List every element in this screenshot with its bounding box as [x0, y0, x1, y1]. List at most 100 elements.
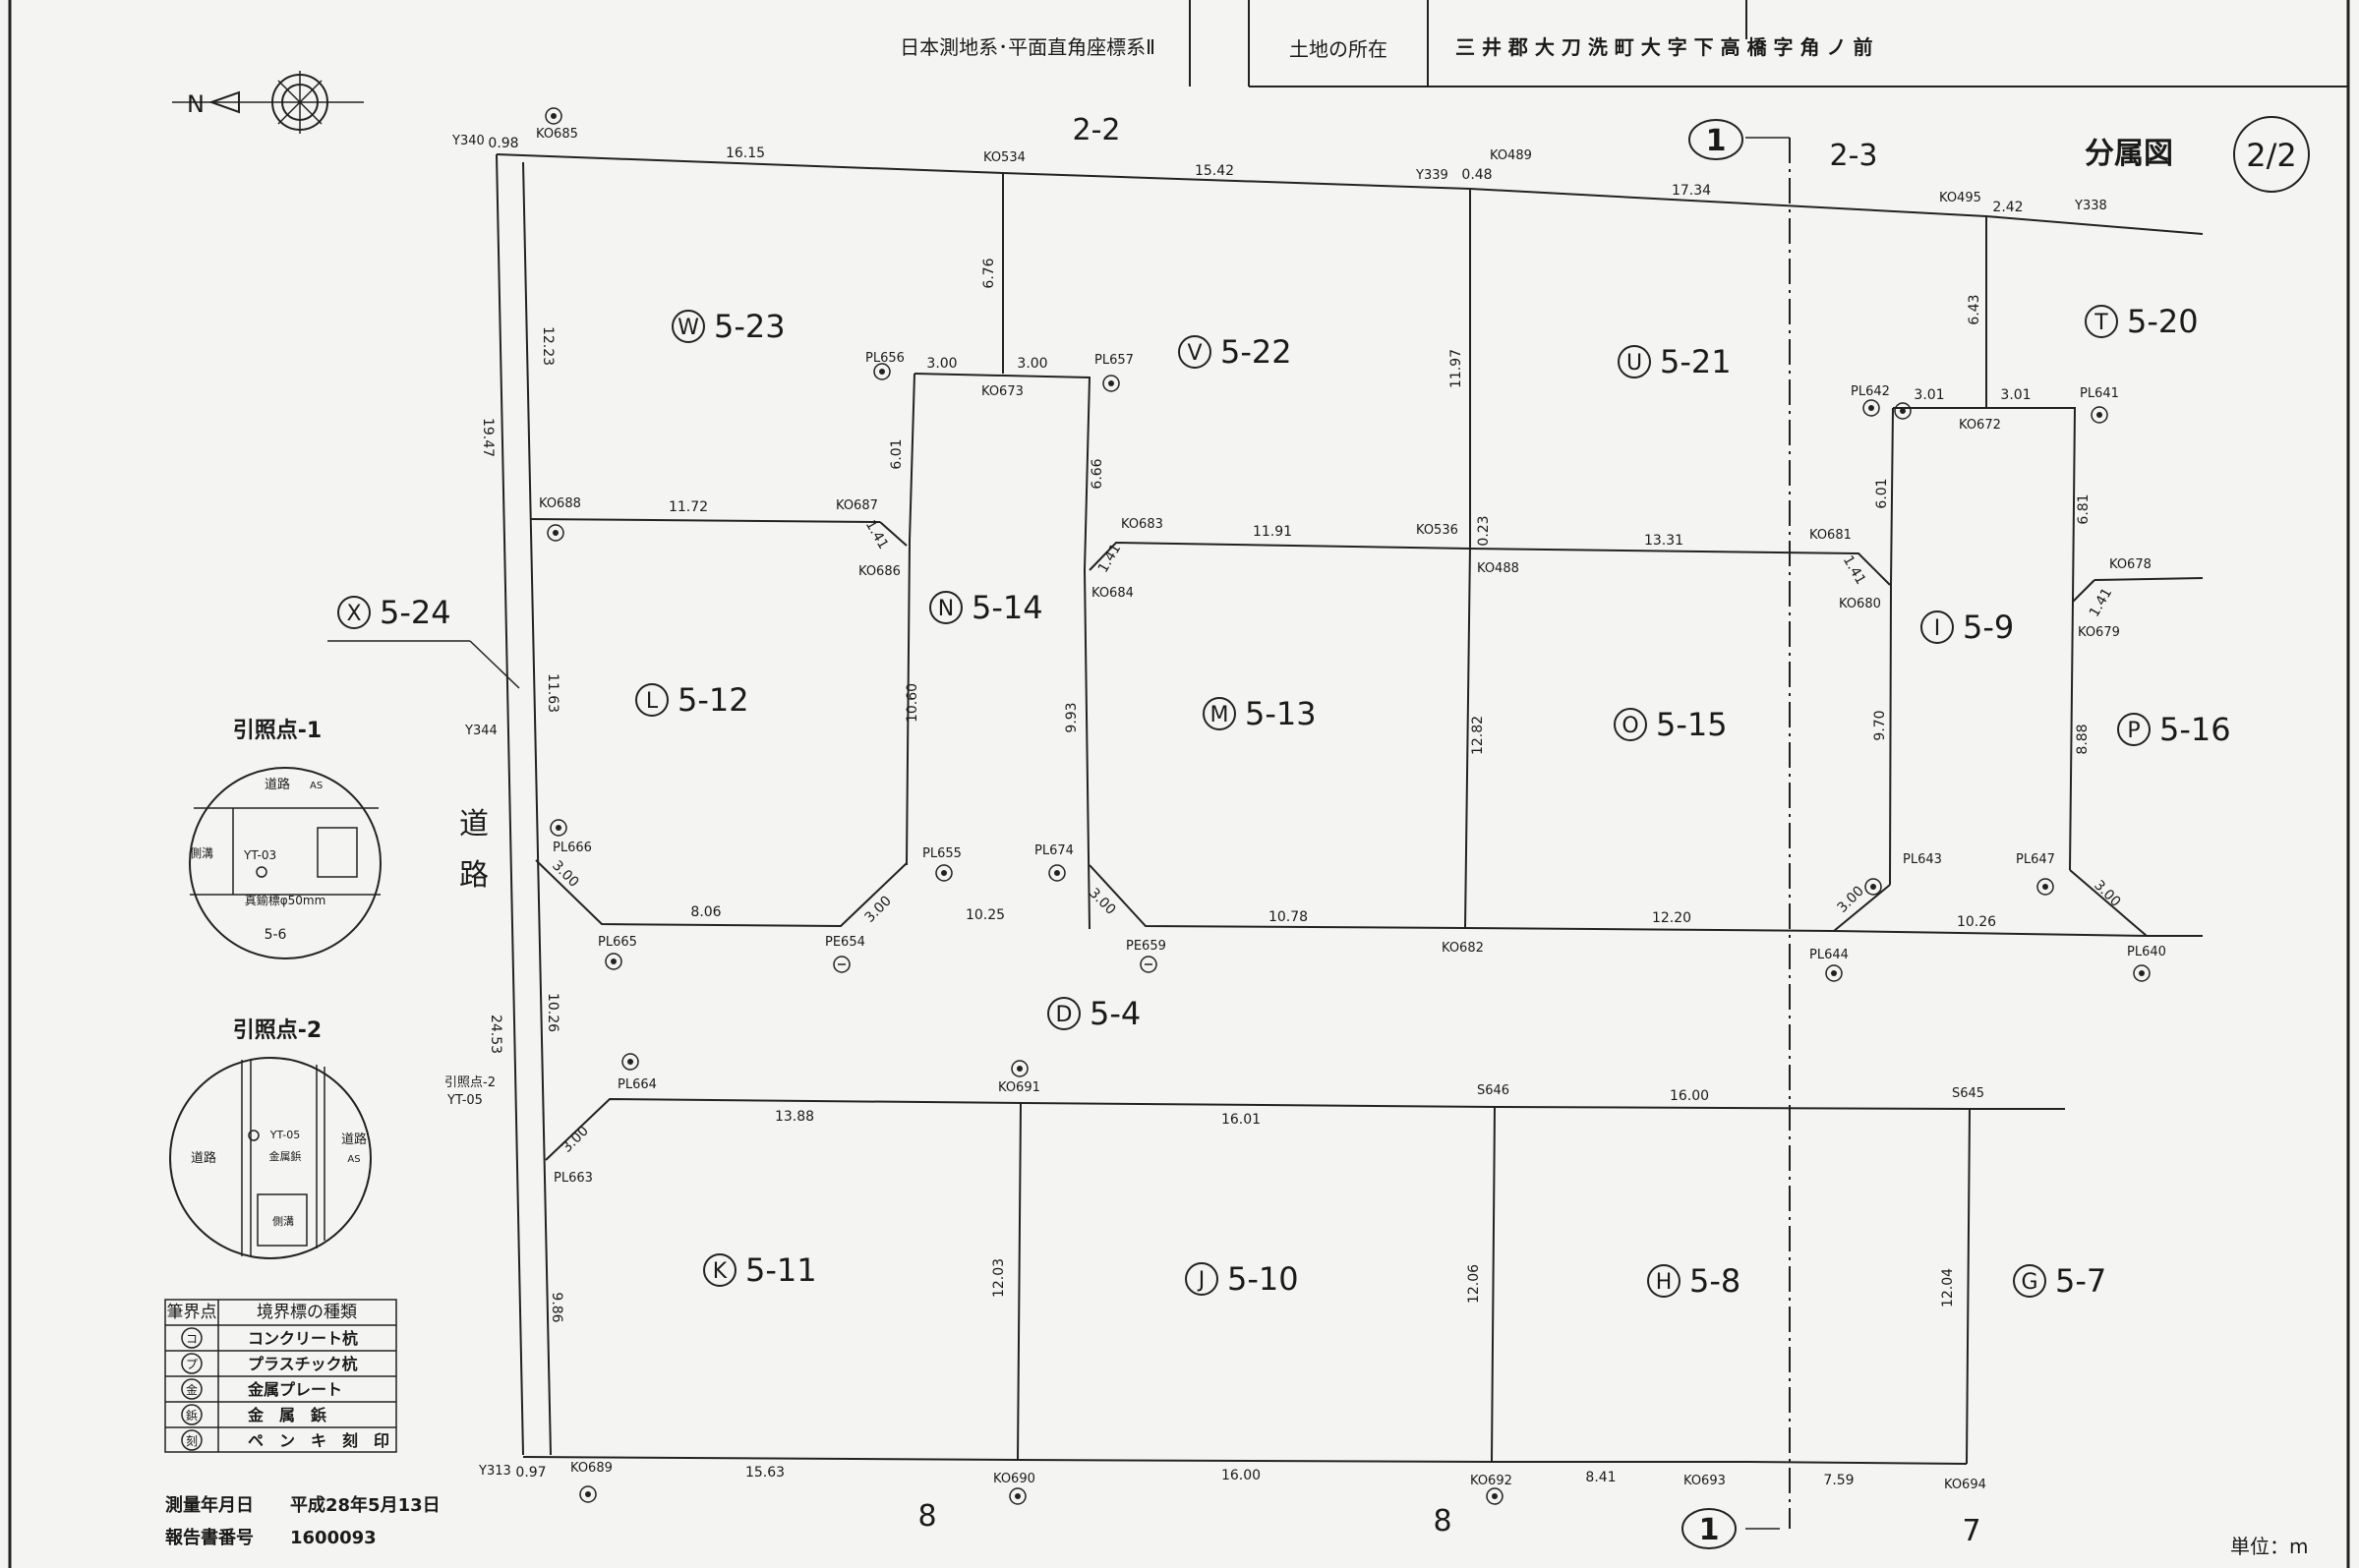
dimension-label: 0.97: [515, 1465, 546, 1481]
lot-letter: K: [713, 1259, 728, 1284]
dimension-label: 8.88: [2075, 724, 2091, 754]
lot-letter-circle: [1647, 1264, 1681, 1298]
point-label: PL674: [1034, 843, 1074, 858]
section-marker-bottom: 1: [1681, 1508, 1737, 1549]
lot-number: 5-7: [2055, 1262, 2106, 1300]
dimension-label: 3.01: [1914, 387, 1944, 403]
lot-number: 5-14: [972, 589, 1043, 626]
point-label: KO689: [570, 1461, 613, 1476]
concrete-post-marker-icon: [833, 956, 851, 973]
ref1-marker: 真鍮標φ50mm: [245, 893, 326, 907]
lot-letter-circle: [1920, 610, 1954, 644]
dimension-label: 10.26: [545, 993, 560, 1032]
dimension-label: 9.70: [1872, 710, 1888, 740]
point-label: KO692: [1470, 1474, 1512, 1488]
ref1-road: 道路: [265, 777, 290, 792]
lot-number: 5-13: [1245, 695, 1317, 732]
metal-plate-marker-icon: [2091, 406, 2108, 424]
unit-label: 単位：m: [2230, 1535, 2308, 1558]
dimension-label: 9.93: [1064, 702, 1080, 732]
ref1-as: AS: [310, 781, 323, 791]
ref2-point: YT-05: [269, 1129, 300, 1141]
dimension-label: 6.43: [1967, 294, 1982, 324]
legend-symbol: 鋲: [186, 1408, 198, 1423]
dimension-label: 24.53: [488, 1015, 503, 1054]
lot-label: N 5-14: [929, 589, 1043, 626]
dimension-label: 0.98: [488, 136, 518, 151]
dimension-label: 8.06: [690, 904, 721, 920]
map-title: 分属図: [2085, 137, 2173, 171]
lot-label: M 5-13: [1203, 695, 1317, 732]
dimension-label: 16.01: [1221, 1112, 1261, 1128]
metal-plate-marker-icon: [1825, 964, 1843, 982]
dimension-label: 11.91: [1253, 524, 1292, 540]
legend-label: プラスチック杭: [248, 1355, 358, 1373]
metal-plate-marker-icon: [935, 864, 953, 882]
legend-symbol-icon: [181, 1404, 203, 1425]
point-label: Y313: [478, 1464, 511, 1479]
ref1-title: 引照点-1: [233, 718, 322, 743]
dimension-label: 11.97: [1448, 349, 1464, 388]
dimension-label: 3.00: [2091, 877, 2123, 909]
metal-plate-marker-icon: [621, 1053, 639, 1071]
lot-letter-circle: [2117, 713, 2151, 746]
ref1-point: YT-03: [243, 848, 276, 862]
dimension-label: 3.00: [1834, 883, 1866, 915]
legend-symbol-icon: [181, 1327, 203, 1349]
lot-letter: J: [1197, 1268, 1206, 1293]
metal-plate-marker-icon: [579, 1485, 597, 1503]
point-label: PL643: [1903, 852, 1942, 867]
lot-letter-circle: [1203, 697, 1236, 730]
point-label: 引照点-2: [444, 1075, 496, 1090]
adjacent-lot: 8: [1433, 1504, 1451, 1539]
ref2-as: AS: [347, 1154, 360, 1165]
footer: 測量年月日 平成28年5月13日 報告書番号 1600093 単位：m: [165, 1494, 2308, 1558]
point-label: PE654: [825, 935, 865, 950]
point-label: KO684: [1091, 586, 1134, 601]
sheet-border: [8, 0, 2350, 1568]
parcel-lines: [327, 137, 2204, 1530]
dimension-label: 16.00: [1670, 1088, 1709, 1104]
lot-number: 5-4: [1090, 995, 1141, 1032]
dimension-label: 10.78: [1268, 909, 1308, 925]
metal-plate-marker-icon: [1894, 402, 1912, 420]
lot-letter: H: [1656, 1270, 1673, 1295]
dimension-label: 10.25: [966, 907, 1005, 923]
report-label: 報告書番号: [165, 1527, 254, 1548]
ref2-title: 引照点-2: [233, 1017, 322, 1043]
dimension-label: 16.15: [726, 145, 765, 161]
point-label: KO681: [1809, 528, 1852, 543]
ref2-road-right: 道路: [341, 1132, 367, 1147]
road-label-2: 路: [459, 858, 489, 893]
point-label: KO678: [2109, 557, 2152, 572]
lot-number: 5-16: [2159, 711, 2231, 748]
lot-letter-circle: [2013, 1264, 2046, 1298]
dimension-label: 3.01: [2000, 387, 2031, 403]
lot-letter: M: [1210, 703, 1229, 727]
dimension-label: 0.48: [1461, 167, 1492, 183]
metal-plate-marker-icon: [545, 107, 562, 125]
sheet-number-circle: [2233, 116, 2310, 193]
point-label: PL641: [2080, 386, 2119, 401]
ref1-ditch: 側溝: [190, 846, 213, 860]
dimension-label: 3.00: [926, 356, 957, 372]
metal-plate-marker-icon: [873, 363, 891, 380]
lot-letter: N: [938, 597, 954, 621]
dimension-label: 2.42: [1992, 200, 2023, 215]
lot-number: 5-24: [380, 594, 451, 631]
point-label: KO690: [993, 1472, 1035, 1486]
point-label: KO489: [1490, 148, 1532, 163]
dimension-label: 9.86: [549, 1292, 564, 1322]
lot-letter-circle: [1047, 997, 1081, 1030]
lot-letter: P: [2127, 719, 2140, 743]
dimension-label: 6.76: [981, 258, 997, 288]
dimension-label: 10.60: [905, 683, 920, 723]
